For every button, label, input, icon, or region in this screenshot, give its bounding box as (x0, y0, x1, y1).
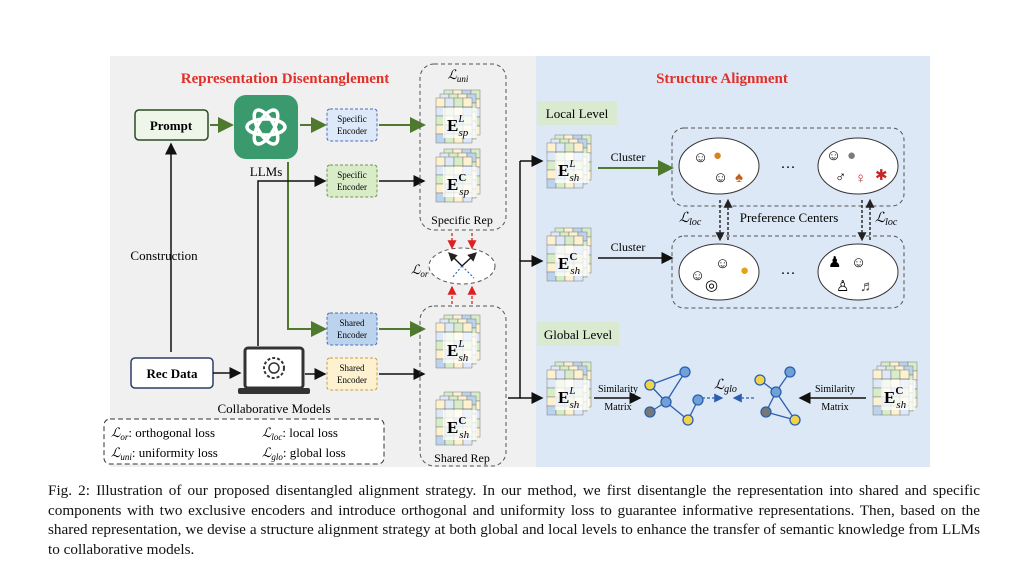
child-icon: ☺ (715, 256, 730, 272)
shared-encoder-collab-line1: Shared (340, 363, 365, 373)
specific-encoder-collab-line1: Specific (337, 170, 367, 180)
graph-collab (754, 366, 801, 426)
l-or-symbol: ℒor (411, 262, 429, 279)
graph-llm (644, 366, 704, 426)
local-level-tag (537, 101, 617, 125)
specific-encoder-collab-line2: Encoder (337, 182, 367, 192)
l-glo-symbol: ℒglo (714, 378, 737, 395)
lollipop-icon: ◎ (705, 278, 718, 294)
rec-data-label: Rec Data (147, 366, 198, 381)
orth-vector-1 (448, 252, 463, 267)
mango-icon: ● (740, 263, 749, 279)
collaborative-models-label: Collaborative Models (217, 401, 330, 416)
sim-matrix-right-line2: Matrix (821, 402, 848, 413)
collab-to-specific-arrow (257, 175, 327, 346)
shared-encoder-llm-line1: Shared (340, 318, 365, 328)
cluster-label-2: Cluster (611, 240, 646, 254)
cluster-label-1: Cluster (611, 150, 646, 164)
shared-rep-region (419, 305, 507, 467)
global-level-tag (537, 322, 619, 346)
prompt-box (134, 109, 209, 141)
llm-to-shared-arrow (287, 162, 327, 337)
left-section-title: Representation Disentanglement (181, 71, 389, 87)
elder-icon: ☺ (851, 255, 866, 271)
child-icon: ☺ (690, 268, 705, 284)
person-icon: ♙ (836, 279, 849, 295)
shared-encoder-llm-line2: Encoder (337, 330, 367, 340)
dancer-icon: ♀ (855, 171, 866, 187)
specific-encoder-llm (326, 108, 378, 142)
preference-center-3 (678, 243, 760, 301)
specific-encoder-collab (326, 164, 378, 198)
specific-rep-label: Specific Rep (431, 213, 493, 227)
elder-icon: ☺ (826, 148, 841, 164)
shared-encoder-llm (326, 312, 378, 346)
orth-vector-2 (461, 252, 477, 267)
person-icon: ☺ (713, 170, 728, 186)
legend-box (103, 418, 385, 465)
food-icon: ♠ (735, 170, 743, 186)
legend-loc: ℒloc: local loss (262, 425, 338, 442)
l-loc-right-symbol: ℒloc (875, 211, 898, 228)
laptop-icon (238, 346, 310, 394)
figure-caption: Fig. 2: Illustration of our proposed dis… (48, 482, 980, 558)
construction-label: Construction (130, 248, 198, 263)
fruit-icon: ● (713, 148, 722, 164)
shared-to-local-arrow (508, 255, 544, 399)
l-uni-symbol: ℒuni (448, 67, 469, 84)
orth-vector-3 (451, 265, 463, 279)
preference-center-2 (817, 137, 899, 195)
prompt-label: Prompt (150, 118, 193, 133)
sim-matrix-right-line1: Similarity (815, 384, 855, 395)
person-icon: ☺ (693, 150, 708, 166)
worker-icon: ♟ (828, 255, 841, 271)
instrument-icon: ♬ (860, 279, 875, 295)
runner-icon: ♂ (835, 170, 846, 186)
orth-vector-4 (461, 265, 475, 279)
figure-icon: ✱ (875, 168, 888, 184)
sim-matrix-left-line1: Similarity (598, 384, 638, 395)
shared-encoder-collab-line2: Encoder (337, 375, 367, 385)
preference-center-1 (678, 137, 760, 195)
preference-centers-label: Preference Centers (740, 210, 839, 225)
legend-glo: ℒglo: global loss (262, 445, 346, 462)
preference-center-4 (817, 243, 899, 301)
figure-canvas: Representation Disentanglement Structure… (103, 56, 930, 467)
specific-encoder-llm-line1: Specific (337, 114, 367, 124)
global-level-label: Global Level (544, 327, 613, 342)
l-loc-left-symbol: ℒloc (679, 211, 702, 228)
shared-rep-label: Shared Rep (434, 451, 490, 465)
local-level-label: Local Level (546, 106, 609, 121)
llm-logo-icon (234, 95, 298, 159)
right-section-title: Structure Alignment (656, 71, 788, 87)
sim-matrix-left-line2: Matrix (604, 402, 631, 413)
legend-or: ℒor: orthogonal loss (111, 425, 215, 442)
coins-icon: ● (847, 148, 856, 164)
llms-label: LLMs (250, 164, 283, 179)
shared-encoder-collab (326, 357, 378, 391)
cluster-ellipsis-2: … (781, 262, 796, 278)
specific-rep-region (419, 63, 507, 231)
specific-encoder-llm-line2: Encoder (337, 126, 367, 136)
cluster-ellipsis-1: … (781, 156, 796, 172)
legend-uni: ℒuni: uniformity loss (111, 445, 218, 462)
llm-cluster-region (671, 127, 905, 207)
